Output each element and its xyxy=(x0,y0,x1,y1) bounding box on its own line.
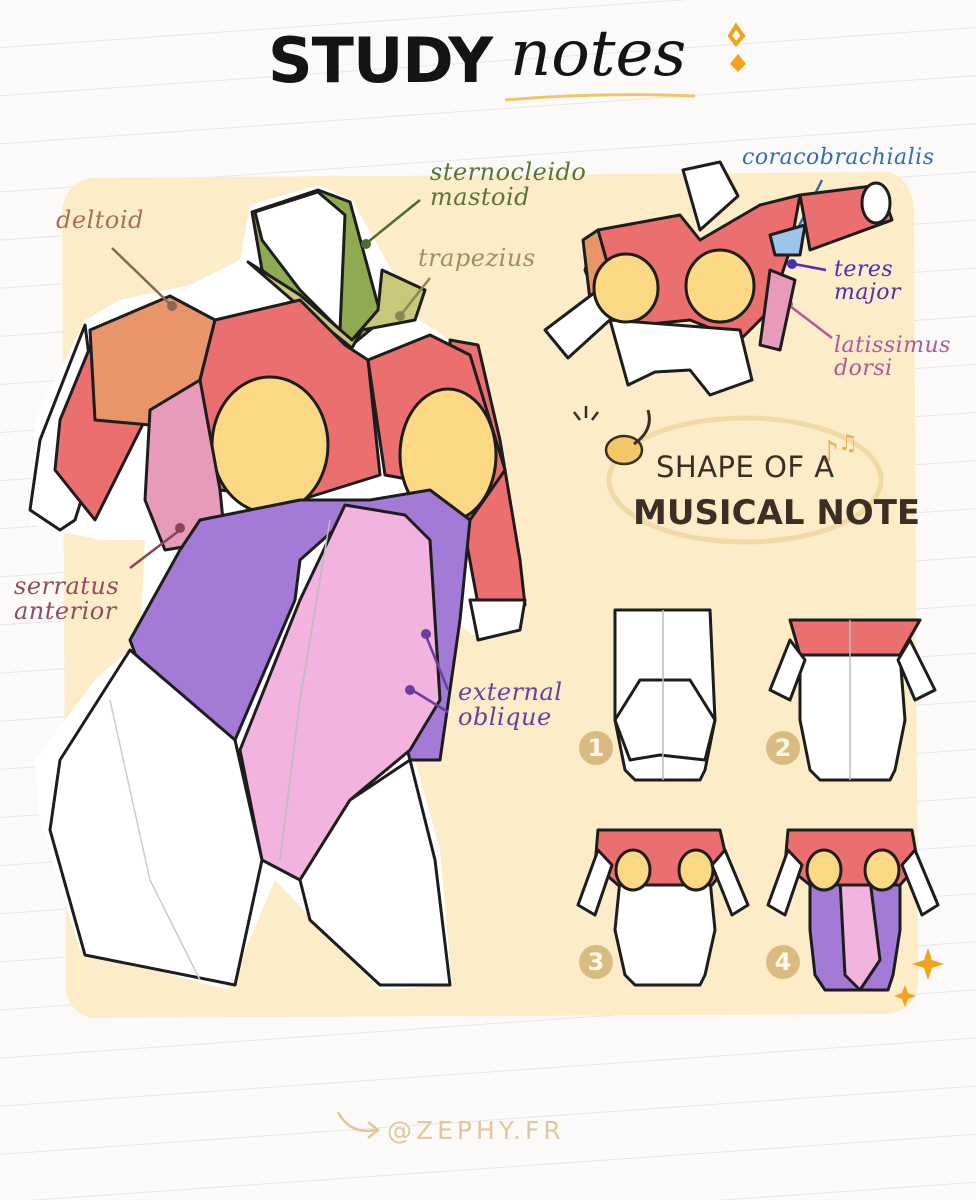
step-badge-1 xyxy=(579,731,613,765)
title-notes: notes xyxy=(510,17,687,91)
step-number-4: 4 xyxy=(774,948,792,976)
step-number-1: 1 xyxy=(587,734,605,762)
label-deltoid: deltoid xyxy=(56,206,144,234)
step-1-torso xyxy=(613,608,717,782)
music-note-glyph-2: ♫ xyxy=(838,431,858,456)
left-pec-highlight xyxy=(210,375,330,515)
title-study: STUDY xyxy=(268,24,493,97)
main-torso xyxy=(28,185,527,990)
step-4-torso xyxy=(766,828,940,992)
credit-arrow-icon xyxy=(336,1111,381,1139)
callout-line-1: SHAPE OF A xyxy=(656,450,835,484)
step-badge-4 xyxy=(766,945,800,979)
title-underline xyxy=(504,93,696,102)
sparkle-icon-bottom xyxy=(894,948,944,1007)
label-trapezius: trapezius xyxy=(418,244,536,272)
upper-torso-study xyxy=(543,160,894,397)
callout-line-2: MUSICAL NOTE xyxy=(633,493,921,533)
step-number-2: 2 xyxy=(774,734,792,762)
musical-note-icon xyxy=(604,409,651,466)
musical-note-callout: ♪ ♫ xyxy=(573,406,884,545)
label-sternocleidomastoid: sternocleido mastoid xyxy=(430,158,587,212)
label-external-oblique: external oblique xyxy=(458,678,563,732)
label-coracobrachialis: coracobrachialis xyxy=(742,145,935,170)
step-3-torso xyxy=(576,828,750,987)
step-2-torso xyxy=(768,618,937,782)
music-note-glyph: ♪ xyxy=(820,435,839,470)
label-teres-major: teres major xyxy=(834,257,902,306)
sparkle-icon xyxy=(727,22,746,72)
step-badge-3 xyxy=(579,945,613,979)
credit-handle: @ZEPHY.FR xyxy=(387,1116,565,1145)
sparkle-icon-small xyxy=(573,406,599,421)
label-serratus-anterior: serratus anterior xyxy=(14,572,120,626)
step-badge-2 xyxy=(766,731,800,765)
label-latissimus-dorsi: latissimus dorsi xyxy=(834,333,951,382)
step-number-3: 3 xyxy=(587,948,605,976)
